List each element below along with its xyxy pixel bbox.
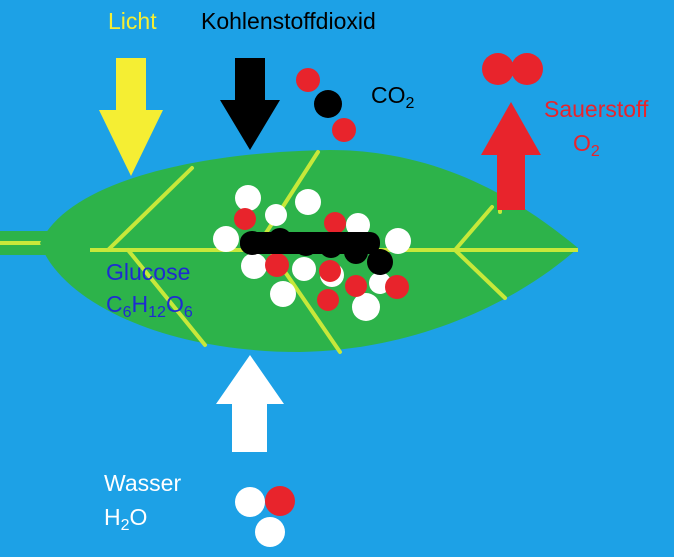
co2-formula-index: 2 [405,95,415,112]
water-name-label: Wasser [104,470,182,496]
glucose-formula-c: C [106,291,123,317]
glucose-formula-h-index: 12 [148,304,166,321]
glucose-formula-o: O [165,291,184,317]
glucose-molecule [213,185,411,321]
oxygen-arrow [481,102,541,210]
water-formula-o: O [129,504,148,530]
light-arrow [99,58,163,176]
water-arrow [216,355,284,452]
co2-formula-element: CO [371,82,406,108]
co2-formula-label: CO2 [371,80,415,112]
glucose-formula-label: C6H12O6 [106,289,193,321]
water-formula-h-index: 2 [120,517,130,534]
water-molecule [235,486,295,547]
glucose-name-label: Glucose [106,259,191,285]
light-label: Licht [108,8,157,34]
oxygen-name-label: Sauerstoff [544,96,649,122]
glucose-formula-h: H [131,291,149,317]
water-formula-label: H2O [104,502,148,534]
oxygen-formula-index: 2 [590,143,600,160]
water-formula-h: H [104,504,121,530]
oxygen-formula-element: O [573,130,591,156]
glucose-formula-c-index: 6 [122,304,132,321]
co2-molecule [296,68,356,142]
co2-name-label: Kohlenstoffdioxid [201,8,376,34]
oxygen-formula-label: O2 [573,128,600,160]
glucose-formula-o-index: 6 [183,304,193,321]
oxygen-molecule [482,53,543,85]
co2-arrow [220,58,280,150]
